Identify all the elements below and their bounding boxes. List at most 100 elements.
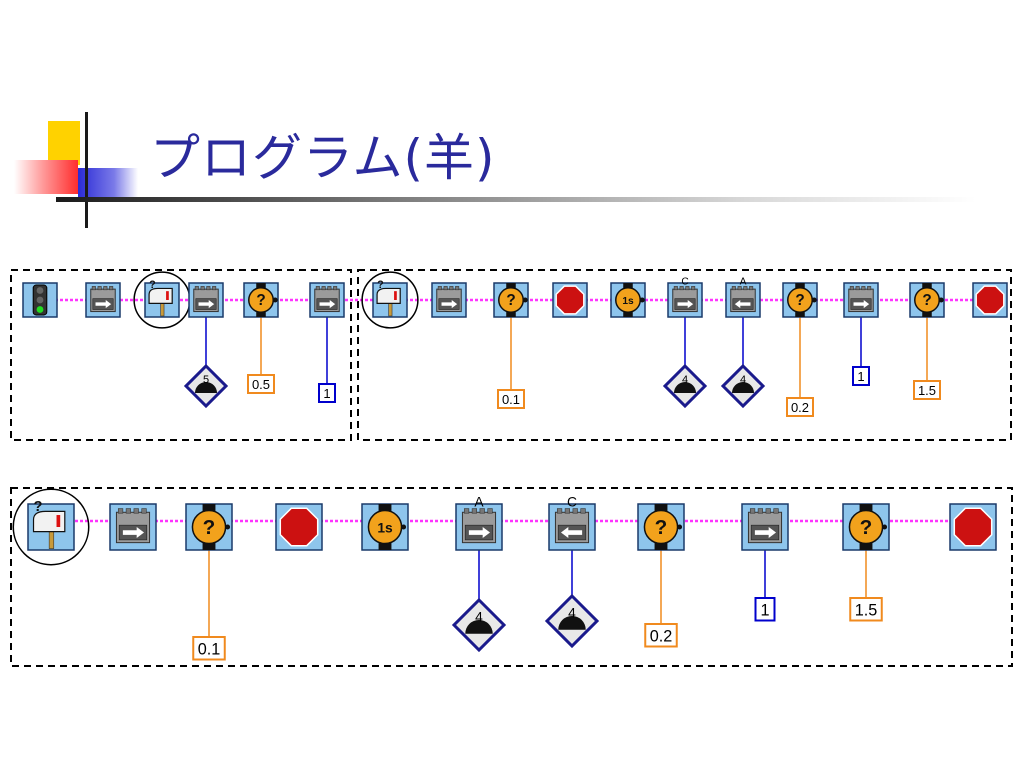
question-mark: ? (34, 499, 43, 515)
question-timer-icon: ? (248, 283, 278, 317)
speed-diamond[interactable]: 4 (451, 597, 507, 653)
param-value: 0.5 (252, 377, 270, 392)
question-mark: ? (860, 516, 873, 539)
param-value: 1 (323, 386, 330, 401)
row1-left-frame (10, 269, 352, 441)
block-wait-random[interactable]: ? 0.2 (782, 282, 818, 417)
block-stop[interactable] (552, 282, 588, 318)
block-motor-forward[interactable]: 1 (741, 503, 789, 622)
param-value: 1.5 (855, 602, 878, 620)
block-wait-random[interactable]: ? 0.1 (493, 282, 529, 409)
block-wait-random[interactable]: ? 1.5 (909, 282, 945, 400)
traffic-light-icon (32, 284, 48, 316)
time-box[interactable]: 0.5 (247, 374, 275, 394)
motor-reverse-icon: A (730, 277, 756, 313)
stop-sign-icon (555, 285, 585, 315)
speed-value: 4 (475, 609, 483, 624)
time-box[interactable]: 0.1 (497, 389, 525, 409)
block-timer[interactable]: 1s (361, 503, 409, 551)
block-motor-forward[interactable]: C4 (662, 277, 708, 409)
count-box[interactable]: 1 (318, 383, 336, 403)
param-value: 1 (857, 369, 864, 384)
speed-diamond[interactable]: 4 (544, 593, 600, 649)
question-timer-icon: ? (643, 504, 683, 550)
time-box[interactable]: 0.1 (192, 636, 226, 661)
param-value: 0.1 (198, 641, 221, 659)
speed-diamond[interactable]: 4 (720, 363, 766, 409)
speed-value: 4 (682, 374, 688, 386)
block-stop[interactable] (972, 282, 1008, 318)
block-motor-reverse[interactable]: A4 (720, 277, 766, 409)
title-decoration (0, 0, 1024, 240)
bullet-blue-square (78, 168, 138, 200)
block-motor-forward[interactable] (109, 503, 157, 551)
question-timer-icon: ? (191, 504, 231, 550)
speed-diamond[interactable]: 4 (662, 363, 708, 409)
mailbox-icon: ? (32, 499, 66, 549)
question-timer-icon: ? (848, 504, 888, 550)
time-box[interactable]: 1.5 (913, 380, 941, 400)
question-mark: ? (256, 292, 265, 309)
speed-diamond[interactable]: 5 (183, 363, 229, 409)
question-mark: ? (203, 516, 216, 539)
block-mailbox[interactable]: ? (361, 271, 419, 329)
block-mailbox[interactable]: ? (12, 488, 90, 566)
time-box[interactable]: 0.2 (644, 623, 678, 648)
block-mailbox[interactable]: ? (133, 271, 191, 329)
page-title: プログラム(羊) (150, 129, 496, 187)
block-motor-reverse[interactable]: C4 (544, 494, 600, 649)
question-mark: ? (149, 279, 156, 291)
block-wait-random[interactable]: ? 0.1 (185, 503, 233, 661)
question-mark: ? (377, 279, 384, 291)
motor-port-label: C (567, 494, 577, 509)
highlight-circle (361, 271, 419, 329)
highlight-circle (12, 488, 90, 566)
block-wait-random[interactable]: ? 1.5 (842, 503, 890, 622)
speed-value: 4 (568, 605, 576, 620)
block-stop[interactable] (275, 503, 323, 551)
question-mark: ? (795, 292, 804, 309)
block-motor-forward[interactable] (431, 282, 467, 318)
block-stop[interactable] (949, 503, 997, 551)
motor-forward-icon (436, 286, 462, 313)
bullet-vertical-line (85, 112, 88, 228)
bullet-red-square (14, 160, 78, 194)
stop-sign-icon (953, 507, 993, 547)
block-motor-forward[interactable]: 1 (843, 282, 879, 386)
time-box[interactable]: 1.5 (849, 597, 883, 622)
timer-1s-icon: 1s (615, 283, 645, 317)
block-timer[interactable]: 1s (610, 282, 646, 318)
block-motor-forward[interactable]: 5 (183, 282, 229, 409)
block-motor-forward[interactable]: A4 (451, 494, 507, 653)
motor-port-label: A (474, 494, 484, 509)
count-box[interactable]: 1 (852, 366, 870, 386)
timer-1s-icon: 1s (367, 504, 407, 550)
question-mark: ? (922, 292, 931, 309)
bullet-yellow-square (48, 121, 80, 165)
question-timer-icon: ? (498, 283, 528, 317)
question-timer-icon: ? (787, 283, 817, 317)
stop-sign-icon (279, 507, 319, 547)
block-wait-random[interactable]: ? 0.2 (637, 503, 685, 648)
question-mark: ? (655, 516, 668, 539)
block-motor-forward[interactable]: 1 (309, 282, 345, 403)
row1-right-frame (357, 269, 1012, 441)
param-value: 0.1 (502, 392, 520, 407)
row2-frame (10, 487, 1013, 667)
question-mark: ? (506, 292, 515, 309)
count-box[interactable]: 1 (754, 597, 776, 622)
mailbox-icon: ? (148, 279, 173, 317)
speed-value: 4 (740, 374, 746, 386)
motor-port-label: C (681, 277, 688, 288)
param-value: 1.5 (918, 383, 936, 398)
motor-forward-icon (193, 286, 219, 313)
title-rule (56, 197, 976, 202)
motor-forward-icon (848, 286, 874, 313)
block-motor-forward[interactable] (85, 282, 121, 318)
block-traffic-light[interactable] (22, 282, 58, 318)
block-wait-random[interactable]: ? 0.5 (243, 282, 279, 394)
time-box[interactable]: 0.2 (786, 397, 814, 417)
question-timer-icon: ? (914, 283, 944, 317)
